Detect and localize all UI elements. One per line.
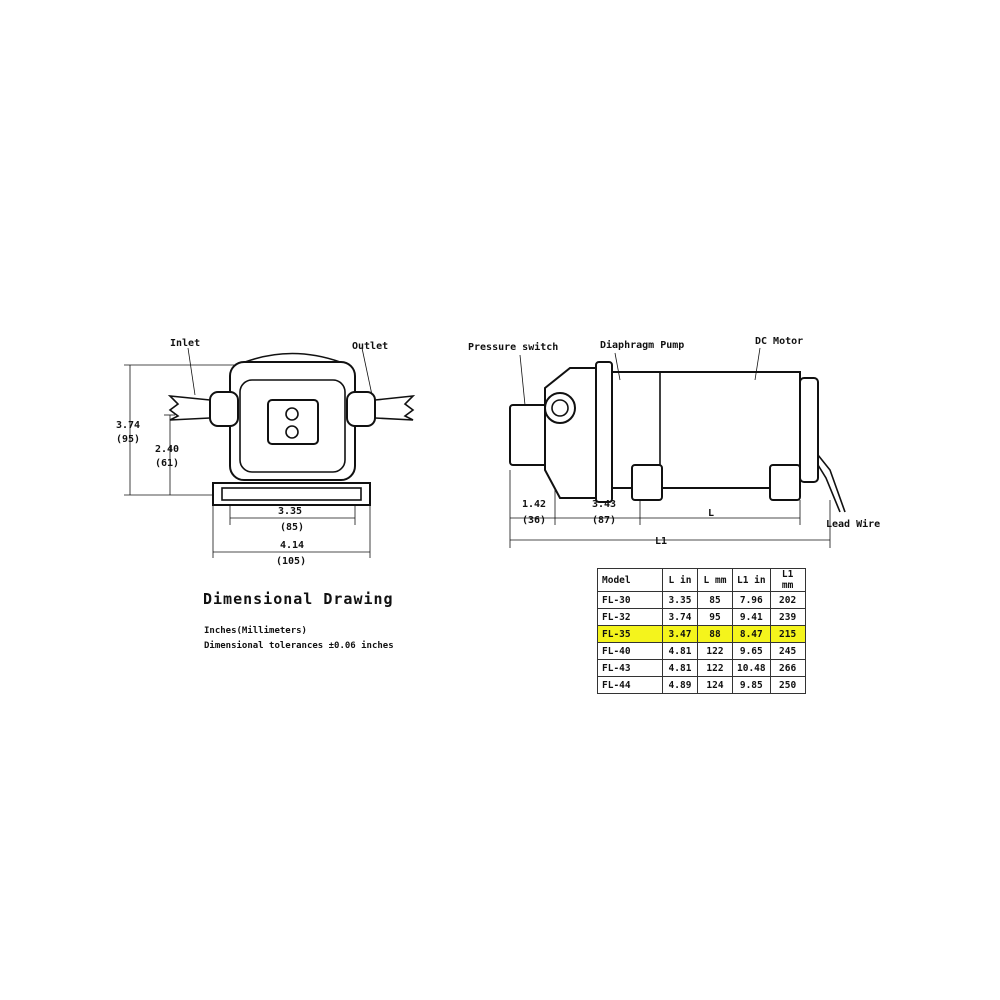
dim-L: L	[708, 508, 714, 519]
table-cell: 3.47	[662, 625, 698, 643]
front-view: Inlet Outlet 3.74 (95) 2.40 (61) 3.35 (8…	[116, 338, 416, 567]
table-cell: FL-32	[597, 608, 663, 626]
table-cell: 266	[769, 659, 806, 677]
table-cell: 250	[769, 676, 806, 694]
table-cell: 4.81	[662, 659, 698, 677]
table-cell: 3.74	[662, 608, 698, 626]
header-cell: L1 in	[732, 568, 771, 592]
dim-width-mount: 3.35	[278, 506, 302, 517]
pressure-switch-label: Pressure switch	[468, 341, 558, 353]
mounting-base	[212, 482, 371, 506]
header-cell: Model	[597, 568, 663, 592]
pressure-switch	[509, 404, 549, 466]
inlet-label: Inlet	[170, 338, 200, 349]
motor-end-cap	[799, 377, 819, 483]
table-cell: 215	[769, 625, 806, 643]
pressure-switch-plate	[267, 399, 319, 445]
caption-units: Inches(Millimeters)	[204, 626, 307, 636]
dim-pump: 3.43	[592, 499, 616, 510]
table-cell: 124	[697, 676, 733, 694]
caption-tolerance: Dimensional tolerances ±0.06 inches	[204, 641, 394, 651]
table-cell: FL-43	[597, 659, 663, 677]
table-cell: 4.89	[662, 676, 698, 694]
table-cell: 122	[697, 642, 733, 660]
table-cell: FL-30	[597, 591, 663, 609]
foot-rear	[769, 464, 801, 501]
header-cell: L mm	[697, 568, 733, 592]
header-cell: L in	[662, 568, 698, 592]
table-cell: 9.65	[732, 642, 771, 660]
diaphragm-pump-label: Diaphragm Pump	[600, 339, 684, 351]
side-view: Pressure switch Diaphragm Pump DC Motor …	[468, 336, 880, 548]
table-cell: 9.41	[732, 608, 771, 626]
table-cell: FL-44	[597, 676, 663, 694]
dim-width-base: 4.14	[280, 540, 304, 551]
table-cell: 88	[697, 625, 733, 643]
table-cell: 245	[769, 642, 806, 660]
foot-front	[631, 464, 663, 501]
dim-height-total: 3.74	[116, 420, 140, 431]
dim-switch-mm: (36)	[522, 515, 546, 526]
dim-switch: 1.42	[522, 499, 546, 510]
table-cell: 202	[769, 591, 806, 609]
table-cell: FL-40	[597, 642, 663, 660]
pump-flange	[595, 361, 613, 503]
dim-L1: L1	[655, 536, 667, 547]
outlet-barb	[374, 394, 416, 421]
table-cell: 239	[769, 608, 806, 626]
inlet-barb	[167, 394, 211, 421]
dim-height-body-mm: (61)	[155, 458, 179, 469]
lead-wire-label: Lead Wire	[826, 518, 880, 530]
inlet-port	[209, 391, 239, 427]
table-cell: 10.48	[732, 659, 771, 677]
lead-wire	[817, 454, 846, 513]
table-cell: 85	[697, 591, 733, 609]
dim-width-mount-mm: (85)	[280, 522, 304, 533]
table-cell: 95	[697, 608, 733, 626]
caption-title: Dimensional Drawing	[203, 590, 394, 608]
table-cell: 7.96	[732, 591, 771, 609]
table-header-row: Model L in L mm L1 in L1 mm	[597, 568, 806, 592]
table-cell: 9.85	[732, 676, 771, 694]
outlet-port	[346, 391, 376, 427]
pump-head	[544, 367, 599, 499]
dim-height-total-mm: (95)	[116, 434, 140, 445]
table-cell: 122	[697, 659, 733, 677]
outlet-label: Outlet	[352, 341, 388, 352]
table-cell: 4.81	[662, 642, 698, 660]
table-cell: 8.47	[732, 625, 771, 643]
table-cell: 3.35	[662, 591, 698, 609]
header-cell: L1 mm	[769, 568, 806, 592]
dim-pump-mm: (87)	[592, 515, 616, 526]
dim-height-body: 2.40	[155, 444, 179, 455]
dc-motor-label: DC Motor	[755, 336, 803, 347]
dim-width-base-mm: (105)	[276, 556, 306, 567]
table-cell: FL-35	[597, 625, 663, 643]
